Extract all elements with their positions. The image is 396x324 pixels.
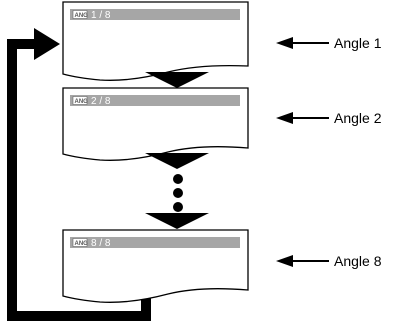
ellipsis-dot (173, 174, 183, 184)
screen-angle-8: ANG 8 / 8 (62, 229, 249, 303)
angle-counter: 1 / 8 (91, 10, 111, 21)
angle-icon-text: ANG (75, 99, 89, 105)
angle-icon (72, 238, 88, 247)
return-loop-arrow (7, 28, 151, 321)
angle-label-2: Angle 2 (334, 110, 382, 126)
label-arrow-8 (276, 255, 329, 267)
down-arrow (145, 72, 209, 88)
angle-icon-text: ANG (75, 241, 89, 247)
angle-icon (72, 10, 88, 19)
angle-icon (72, 96, 88, 105)
angle-counter: 8 / 8 (91, 238, 111, 249)
angle-counter: 2 / 8 (91, 96, 111, 107)
ellipsis-dot (173, 188, 183, 198)
ellipsis-dot (173, 202, 183, 212)
label-arrow-1 (276, 37, 329, 49)
angle-label-1: Angle 1 (334, 35, 382, 51)
down-arrow (145, 153, 209, 169)
down-arrow (145, 213, 209, 229)
screen-bar (70, 95, 240, 106)
screen-angle-2: ANG 2 / 8 (62, 87, 249, 161)
screen-bar (70, 9, 240, 20)
angle-icon-text: ANG (75, 13, 89, 19)
angle-label-8: Angle 8 (334, 253, 382, 269)
label-arrow-2 (276, 112, 329, 124)
screen-angle-1: ANG 1 / 8 (62, 1, 249, 81)
screen-bar (70, 237, 240, 248)
